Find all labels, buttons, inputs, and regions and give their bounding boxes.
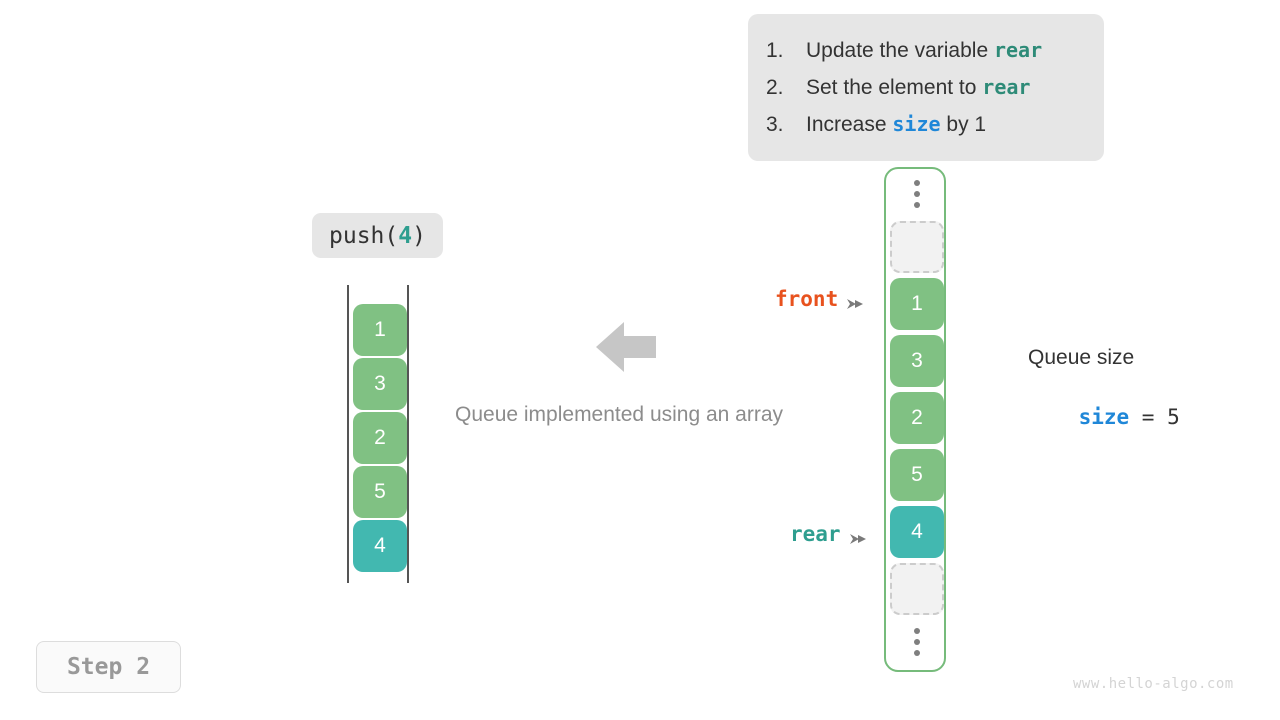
instruction-number: 1. [766, 39, 784, 62]
front-pointer: front [775, 287, 864, 311]
circular-array-cell: 5 [890, 449, 944, 501]
instruction-text-pre: Update the variable [806, 39, 994, 62]
vertical-ellipsis-icon [914, 620, 920, 664]
instruction-item: 2. Set the element to rear [766, 69, 1084, 106]
ellipsis-dot [914, 639, 920, 645]
instruction-text-post: by 1 [940, 113, 987, 136]
instruction-code-size: size [892, 112, 941, 136]
operation-name: push( [329, 222, 399, 249]
ellipsis-dot [914, 650, 920, 656]
left-arrow-icon [596, 320, 656, 374]
front-pointer-label: front [775, 287, 839, 311]
pointer-arrow-icon [849, 527, 866, 544]
instruction-number: 2. [766, 76, 784, 99]
queue-size-info: Queue size size = 5 [1028, 343, 1180, 453]
circular-array-cell: 3 [890, 335, 944, 387]
empty-slot [890, 221, 944, 273]
queue-size-title: Queue size [1028, 346, 1135, 369]
circular-array-cell: 1 [890, 278, 944, 330]
ellipsis-dot [914, 191, 920, 197]
circular-array-cell: 4 [890, 506, 944, 558]
queue-cell: 2 [353, 412, 407, 464]
instruction-code-rear: rear [993, 38, 1043, 62]
instruction-item: 1. Update the variable rear [766, 32, 1084, 69]
size-variable-name: size [1078, 405, 1130, 429]
ellipsis-dot [914, 202, 920, 208]
instruction-number: 3. [766, 113, 784, 136]
size-value: 5 [1167, 405, 1180, 429]
ellipsis-dot [914, 628, 920, 634]
queue-cell: 3 [353, 358, 407, 410]
rear-pointer: rear [790, 522, 866, 546]
operation-argument: 4 [398, 222, 413, 249]
array-bracket-right [407, 285, 409, 583]
array-bracket-left [347, 285, 349, 583]
rear-pointer-label: rear [790, 522, 841, 546]
operation-paren-close: ) [412, 222, 426, 249]
circular-array-cell: 2 [890, 392, 944, 444]
operation-label: push( 4 ) [312, 213, 443, 258]
pointer-arrow-icon [847, 292, 864, 309]
watermark: www.hello-algo.com [1073, 676, 1234, 692]
instruction-text-pre: Set the element to [806, 76, 983, 99]
empty-slot [890, 563, 944, 615]
instruction-text-pre: Increase [806, 113, 893, 136]
diagram-caption: Queue implemented using an array [455, 403, 784, 426]
instruction-code-rear: rear [982, 75, 1031, 99]
queue-cell: 1 [353, 304, 407, 356]
instructions-callout: 1. Update the variable rear 2. Set the e… [748, 14, 1104, 161]
vertical-ellipsis-icon [914, 172, 920, 216]
instruction-item: 3. Increase size by 1 [766, 106, 1084, 143]
ellipsis-dot [914, 180, 920, 186]
queue-cell: 4 [353, 520, 407, 572]
queue-cell: 5 [353, 466, 407, 518]
queue-size-expression: size = 5 [1028, 381, 1180, 453]
size-equals-sign: = [1129, 405, 1168, 429]
step-badge: Step 2 [36, 641, 181, 693]
